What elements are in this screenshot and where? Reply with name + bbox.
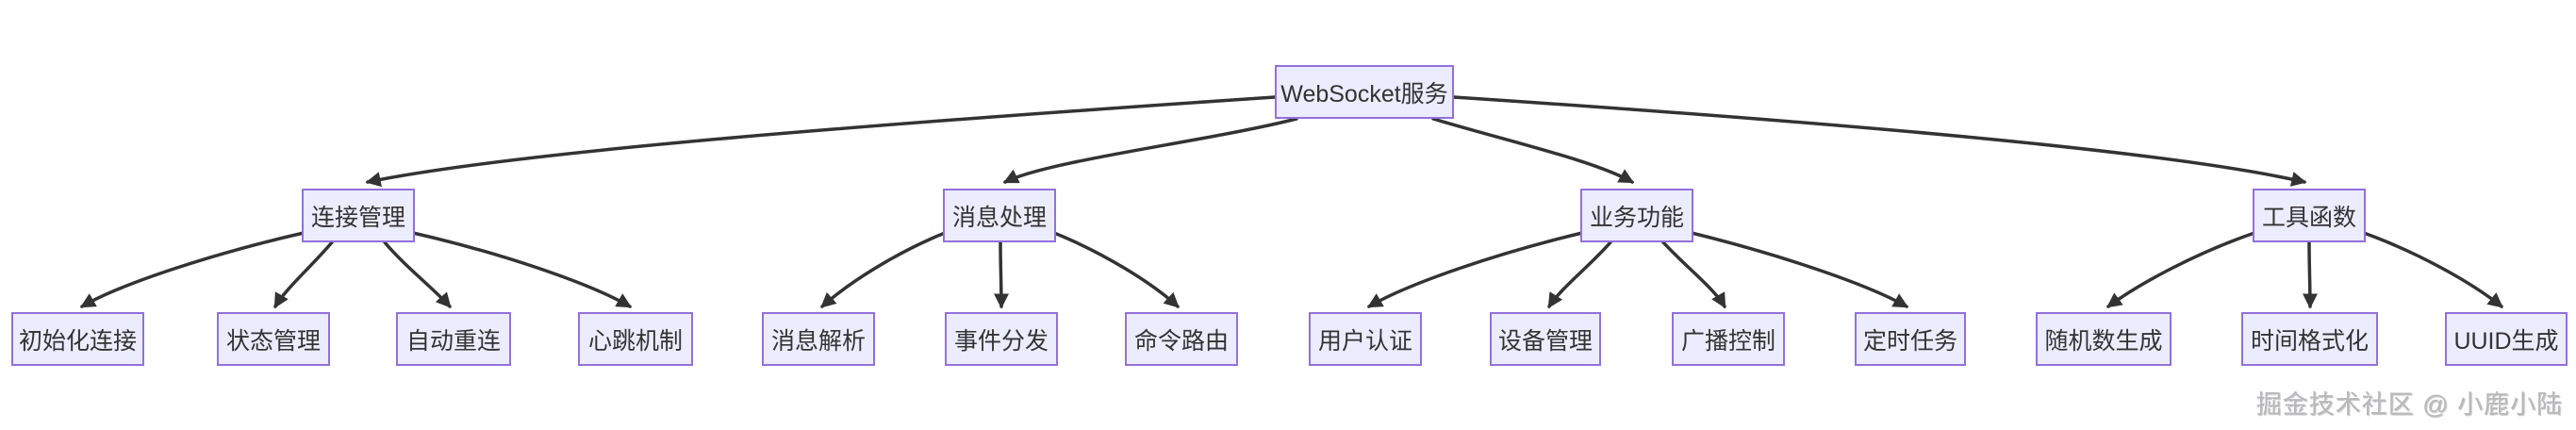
node-message-parsing: 消息解析 bbox=[762, 312, 875, 366]
edge-business-to-user-auth bbox=[1366, 231, 1584, 308]
node-time-formatting: 时间格式化 bbox=[2241, 312, 2378, 366]
node-state-management: 状态管理 bbox=[217, 312, 330, 366]
node-command-routing: 命令路由 bbox=[1125, 312, 1238, 366]
node-user-auth: 用户认证 bbox=[1309, 312, 1422, 366]
node-scheduled-tasks: 定时任务 bbox=[1855, 312, 1966, 366]
edge-utility-to-time-formatting bbox=[2302, 240, 2319, 309]
watermark-text: 掘金技术社区 @ 小鹿小陆 bbox=[2255, 390, 2563, 419]
edge-connection-to-heartbeat bbox=[411, 231, 633, 308]
node-event-dispatch: 事件分发 bbox=[945, 312, 1058, 366]
node-utility-functions: 工具函数 bbox=[2253, 189, 2366, 242]
edge-utility-to-random-generation bbox=[2106, 231, 2256, 308]
node-device-management: 设备管理 bbox=[1490, 312, 1601, 366]
node-broadcast-control: 广播控制 bbox=[1672, 312, 1785, 366]
node-uuid-generation: UUID生成 bbox=[2445, 312, 2568, 366]
node-random-generation: 随机数生成 bbox=[2036, 312, 2171, 366]
node-heartbeat-mechanism: 心跳机制 bbox=[578, 312, 693, 366]
node-business-functions: 业务功能 bbox=[1580, 189, 1693, 242]
edge-connection-to-init-connection bbox=[79, 231, 305, 308]
edge-utility-to-uuid-generation bbox=[2362, 231, 2503, 308]
edge-connection-to-auto-reconnect bbox=[383, 240, 452, 308]
node-message-processing: 消息处理 bbox=[943, 189, 1056, 242]
edge-root-to-message-processing bbox=[1002, 117, 1298, 184]
node-websocket-service: WebSocket服务 bbox=[1275, 65, 1454, 119]
edge-business-to-broadcast-control bbox=[1661, 240, 1726, 309]
edge-message-to-message-parsing bbox=[820, 231, 947, 308]
edge-business-to-device-management bbox=[1547, 240, 1612, 309]
node-init-connection: 初始化连接 bbox=[11, 312, 144, 366]
node-auto-reconnect: 自动重连 bbox=[396, 312, 511, 366]
node-connection-management: 连接管理 bbox=[302, 189, 415, 242]
edge-root-to-utility-functions bbox=[1452, 95, 2307, 187]
edge-business-to-scheduled-tasks bbox=[1690, 231, 1909, 308]
edge-root-to-business-functions bbox=[1431, 117, 1635, 184]
edge-root-to-connection-management bbox=[365, 95, 1277, 188]
edge-connection-to-state-management bbox=[273, 240, 334, 309]
edge-message-to-command-routing bbox=[1052, 231, 1180, 308]
edge-message-to-event-dispatch bbox=[993, 240, 1010, 309]
